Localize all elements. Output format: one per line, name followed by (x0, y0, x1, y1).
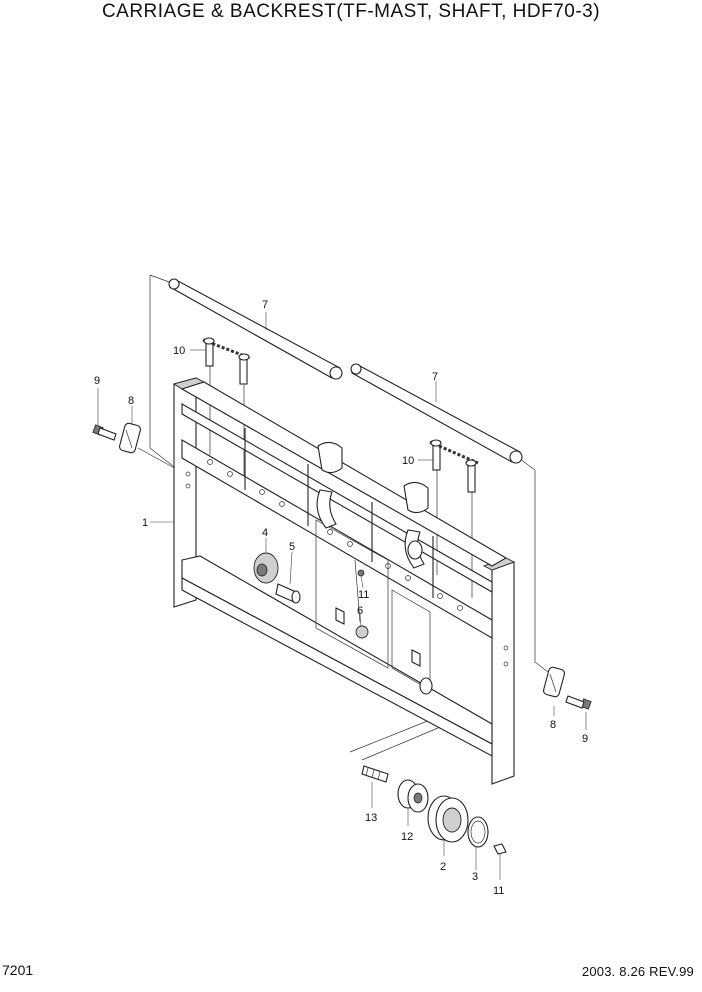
callout-2: 2 (440, 861, 446, 873)
roller-4 (253, 552, 279, 584)
callout-10-right: 10 (402, 455, 414, 467)
pin-assembly-10-right (429, 439, 479, 493)
callout-10-left: 10 (173, 345, 185, 357)
spacer-12 (397, 779, 429, 813)
callout-5: 5 (289, 541, 295, 553)
diagram-title: CARRIAGE & BACKREST(TF-MAST, SHAFT, HDF7… (101, 1, 601, 22)
shaft-5 (275, 583, 301, 604)
bolt-9-right (565, 695, 592, 710)
grease-nipple-11-upper (357, 569, 365, 577)
callout-1: 1 (142, 517, 148, 529)
carriage-frame-1 (172, 377, 516, 785)
callout-6: 6 (357, 605, 363, 617)
leader-lines (97, 312, 587, 880)
bearing-2 (427, 795, 469, 843)
callout-8-left: 8 (128, 395, 134, 407)
revision-stamp: 2003. 8.26 REV.99 (581, 964, 694, 979)
callout-3: 3 (472, 871, 478, 883)
stud-13 (361, 765, 389, 783)
side-plate-8-left (118, 422, 142, 454)
bolt-9-left (92, 424, 117, 441)
pin-assembly-10-left (202, 337, 251, 385)
callout-13: 13 (365, 812, 377, 824)
callout-12: 12 (401, 831, 413, 843)
callout-labels: 7 7 10 10 9 8 1 4 5 11 6 8 9 13 12 2 3 1… (94, 299, 588, 897)
nut-6 (355, 625, 369, 639)
grease-nipple-11-lower (493, 843, 507, 855)
callout-4: 4 (262, 527, 268, 539)
rod-7-right (350, 363, 523, 464)
rod-7-left (168, 278, 343, 380)
callout-8-right: 8 (550, 719, 556, 731)
alignment-lines (137, 274, 549, 761)
callout-9-right: 9 (582, 733, 588, 745)
callout-7-right: 7 (432, 371, 438, 383)
callout-11-lower: 11 (493, 885, 504, 897)
frame-holes (185, 459, 509, 667)
side-plate-8-right (542, 666, 566, 698)
snap-ring-3 (467, 816, 489, 848)
callout-7-left: 7 (262, 299, 268, 311)
callout-11-upper: 11 (358, 589, 369, 601)
page-number: 7201 (2, 962, 34, 978)
callout-9-left: 9 (94, 375, 100, 387)
